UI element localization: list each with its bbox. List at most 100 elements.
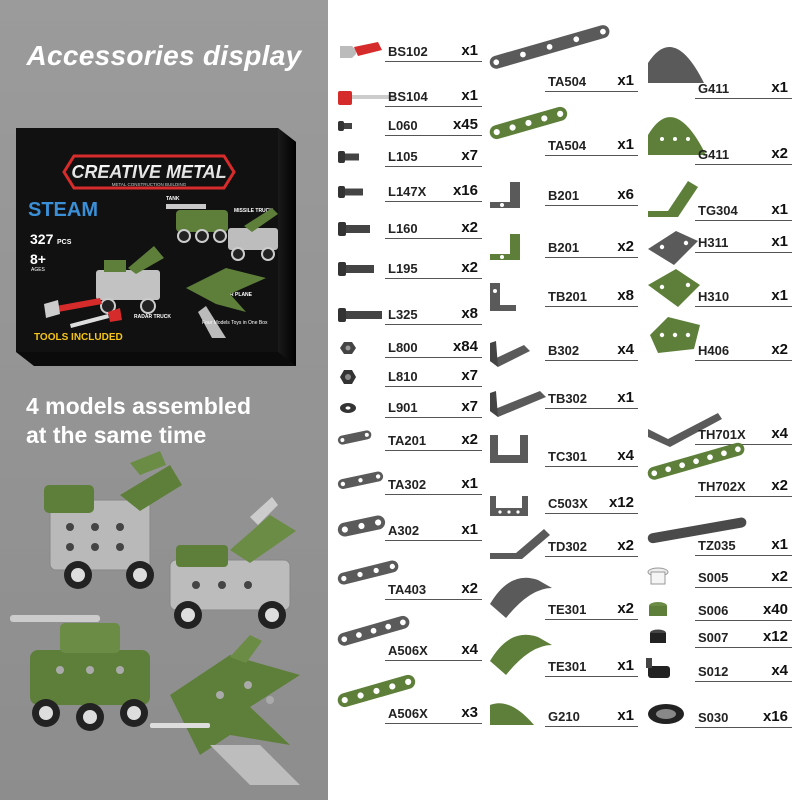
part-code: L195 bbox=[388, 261, 418, 276]
part-quantity: x2 bbox=[771, 477, 788, 494]
part-code: L901 bbox=[388, 400, 418, 415]
part-quantity: x12 bbox=[762, 628, 788, 645]
box-brand-sub: METAL CONSTRUCTION BUILDING bbox=[112, 182, 187, 187]
part-code: S012 bbox=[698, 664, 729, 679]
part-code: TA504 bbox=[548, 74, 587, 89]
part-code: BS102 bbox=[388, 44, 428, 59]
part-code: S006 bbox=[698, 603, 729, 618]
part-code: TA504 bbox=[548, 138, 587, 153]
part-underline bbox=[385, 135, 482, 136]
part-quantity: x1 bbox=[771, 201, 788, 218]
part-underline bbox=[695, 647, 792, 648]
model-missile-truck bbox=[169, 497, 296, 629]
part-underline bbox=[695, 620, 792, 621]
part-underline bbox=[385, 61, 482, 62]
part-code: TE301 bbox=[548, 659, 587, 674]
part-quantity: x1 bbox=[461, 521, 478, 538]
part-code: B302 bbox=[548, 343, 580, 358]
part-underline bbox=[695, 306, 792, 307]
part-quantity: x8 bbox=[461, 305, 478, 322]
part-code: B201 bbox=[548, 188, 580, 203]
part-code: A506X bbox=[388, 643, 428, 658]
part-code: TB302 bbox=[548, 391, 588, 406]
part-underline bbox=[385, 540, 482, 541]
part-underline bbox=[385, 417, 482, 418]
part-quantity: x16 bbox=[762, 708, 788, 725]
part-quantity: x2 bbox=[771, 568, 788, 585]
box-tools-included: TOOLS INCLUDED bbox=[34, 332, 123, 343]
part-code: TD302 bbox=[548, 539, 588, 554]
part-quantity: x1 bbox=[771, 536, 788, 553]
part-underline bbox=[695, 496, 792, 497]
part-quantity: x45 bbox=[452, 116, 478, 133]
part-underline bbox=[385, 386, 482, 387]
part-quantity: x1 bbox=[771, 233, 788, 250]
part-underline bbox=[545, 619, 638, 620]
box-age: 8+ bbox=[30, 251, 46, 267]
part-underline bbox=[385, 450, 482, 451]
part-quantity: x2 bbox=[461, 580, 478, 597]
part-quantity: x1 bbox=[461, 475, 478, 492]
part-quantity: x2 bbox=[617, 600, 634, 617]
part-quantity: x2 bbox=[461, 219, 478, 236]
part-underline bbox=[385, 278, 482, 279]
box-age-unit: AGES bbox=[31, 267, 46, 273]
part-underline bbox=[545, 257, 638, 258]
part-underline bbox=[545, 676, 638, 677]
box-pcs-unit: PCS bbox=[57, 239, 72, 246]
part-quantity: x1 bbox=[617, 389, 634, 406]
part-underline bbox=[695, 555, 792, 556]
part-code: TE301 bbox=[548, 602, 587, 617]
box-tank-icon bbox=[166, 204, 228, 243]
part-quantity: x2 bbox=[461, 259, 478, 276]
part-code: L060 bbox=[388, 118, 418, 133]
part-quantity: x12 bbox=[608, 494, 634, 511]
part-quantity: x1 bbox=[461, 87, 478, 104]
part-underline bbox=[385, 599, 482, 600]
part-code: S005 bbox=[698, 570, 729, 585]
part-quantity: x1 bbox=[461, 42, 478, 59]
part-underline bbox=[545, 155, 638, 156]
part-quantity: x7 bbox=[461, 398, 478, 415]
part-quantity: x4 bbox=[617, 447, 634, 464]
part-quantity: x4 bbox=[461, 641, 478, 658]
part-quantity: x7 bbox=[461, 147, 478, 164]
part-quantity: x1 bbox=[617, 136, 634, 153]
part-code: H311 bbox=[698, 235, 729, 250]
part-quantity: x7 bbox=[461, 367, 478, 384]
part-quantity: x6 bbox=[617, 186, 634, 203]
part-underline bbox=[385, 494, 482, 495]
part-code: TZ035 bbox=[698, 538, 736, 553]
part-code: TC301 bbox=[548, 449, 588, 464]
model-war-plane bbox=[150, 635, 300, 785]
part-underline bbox=[695, 252, 792, 253]
part-code: TH702X bbox=[698, 479, 746, 494]
part-quantity: x4 bbox=[771, 662, 788, 679]
part-underline bbox=[385, 201, 482, 202]
part-code: TA201 bbox=[388, 433, 427, 448]
assembled-models-illustration bbox=[10, 451, 300, 785]
box-steam: STEAM bbox=[28, 199, 98, 221]
part-quantity: x1 bbox=[771, 79, 788, 96]
part-code: L810 bbox=[388, 369, 418, 384]
part-code: H310 bbox=[698, 289, 730, 304]
box-label-tank: TANK bbox=[166, 196, 180, 202]
product-box: CREATIVE METAL METAL CONSTRUCTION BUILDI… bbox=[16, 128, 296, 366]
part-quantity: x16 bbox=[452, 182, 478, 199]
box-tools-icon bbox=[44, 298, 122, 328]
part-quantity: x2 bbox=[771, 145, 788, 162]
models-heading: 4 models assembled at the same time bbox=[26, 393, 251, 448]
part-quantity: x2 bbox=[617, 537, 634, 554]
box-label-missile: MISSILE TRUCK bbox=[234, 208, 273, 214]
part-quantity: x1 bbox=[617, 72, 634, 89]
part-quantity: x1 bbox=[617, 657, 634, 674]
part-underline bbox=[695, 444, 792, 445]
part-underline bbox=[385, 166, 482, 167]
part-code: G411 bbox=[698, 81, 730, 96]
part-underline bbox=[695, 98, 792, 99]
part-code: BS104 bbox=[388, 89, 428, 104]
part-underline bbox=[385, 660, 482, 661]
part-code: TG304 bbox=[698, 203, 738, 218]
part-underline bbox=[545, 466, 638, 467]
